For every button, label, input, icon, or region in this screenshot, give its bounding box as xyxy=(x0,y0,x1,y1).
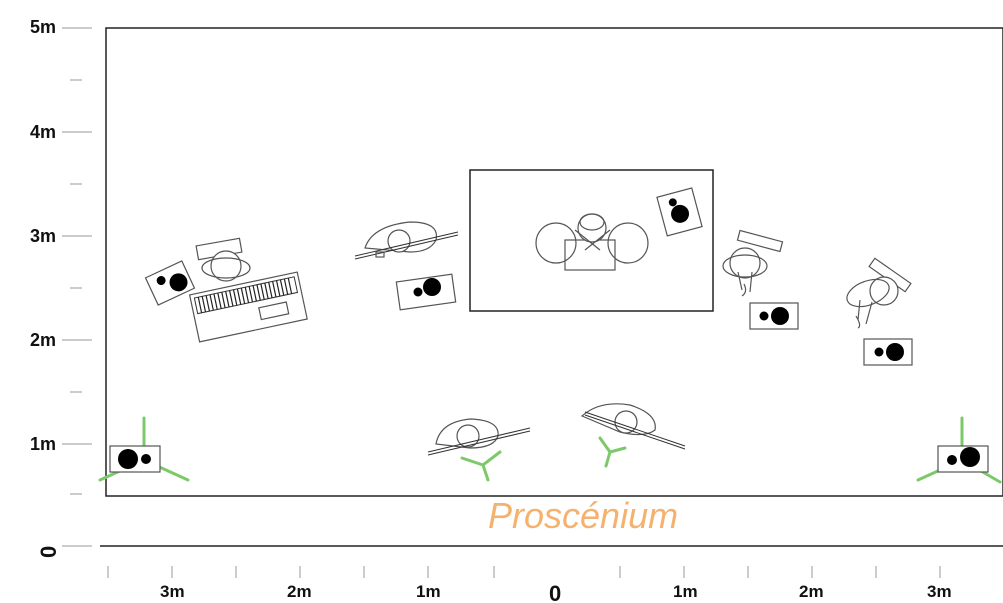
x-label-left-3m: 3m xyxy=(160,582,185,601)
proscenium-label: Proscénium xyxy=(488,495,678,536)
x-label-left-2m: 2m xyxy=(287,582,312,601)
y-label-4m: 4m xyxy=(30,122,56,142)
right-side-fill-speaker xyxy=(916,416,1002,484)
center-right-monitor-wedge xyxy=(749,302,799,330)
x-label-zero: 0 xyxy=(549,581,561,603)
horn-player-downstage-right-icon xyxy=(580,403,686,468)
horn-player-upstage-left-icon xyxy=(354,221,459,260)
drum-kit-icon xyxy=(535,213,649,271)
x-axis: 3m 2m 1m 0 1m 2m 3m xyxy=(107,566,952,603)
x-label-right-2m: 2m xyxy=(799,582,824,601)
x-label-right-3m: 3m xyxy=(927,582,952,601)
drum-riser xyxy=(469,169,714,312)
horn-player-downstage-left-icon xyxy=(427,418,531,482)
keyboard-player-icon xyxy=(188,237,308,343)
y-label-2m: 2m xyxy=(30,330,56,350)
sax-player-far-right-icon xyxy=(846,257,912,329)
y-label-5m: 5m xyxy=(30,17,56,37)
x-label-left-1m: 1m xyxy=(416,582,441,601)
left-side-fill-speaker xyxy=(98,416,190,482)
y-label-3m: 3m xyxy=(30,226,56,246)
y-label-1m: 1m xyxy=(30,434,56,454)
y-label-origin: 0 xyxy=(36,546,61,558)
upstage-left-monitor-wedge xyxy=(395,273,457,311)
sax-player-center-right-icon xyxy=(722,229,784,297)
stage-outline xyxy=(105,27,1003,497)
keyboard-monitor-wedge xyxy=(144,260,196,306)
x-label-right-1m: 1m xyxy=(673,582,698,601)
y-axis: 5m 4m 3m 2m 1m 0 xyxy=(30,17,92,558)
drum-monitor-wedge xyxy=(656,187,703,237)
far-right-monitor-wedge xyxy=(863,338,913,366)
